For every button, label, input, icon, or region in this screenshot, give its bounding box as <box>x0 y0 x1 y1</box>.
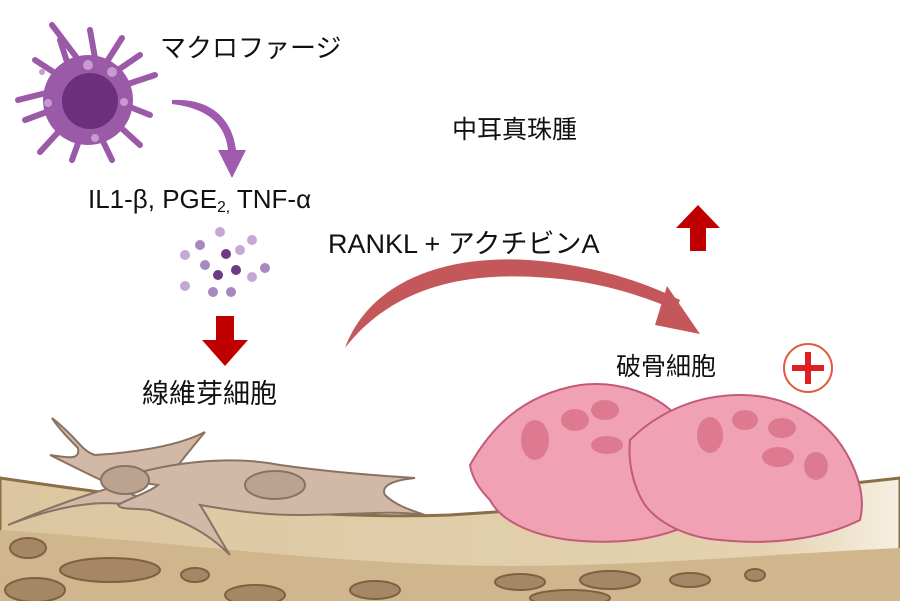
diagram-title: 中耳真珠腫 <box>452 115 578 144</box>
cytokines-text: IL1-β, PGE <box>88 184 218 214</box>
fibroblast-cells <box>7 417 426 556</box>
osteoclast-label: 破骨細胞 <box>616 352 717 381</box>
rankl-up-arrow-icon <box>676 205 720 251</box>
plus-badge-icon <box>783 343 833 393</box>
macrophage-cell <box>15 22 158 163</box>
rankl-flow-arrow <box>345 259 700 348</box>
osteoclast-cells <box>468 383 863 543</box>
fibroblast-label: 線維芽細胞 <box>142 379 277 410</box>
macrophage-label: マクロファージ <box>160 34 342 64</box>
macrophage-flow-arrow <box>172 99 246 178</box>
fibroblast-down-arrow-icon <box>202 316 248 366</box>
cytokines-subscript: 2, <box>217 199 231 216</box>
rankl-activin-label: RANKL + アクチビンA <box>328 229 600 259</box>
cytokines-text-tail: TNF-α <box>230 184 312 214</box>
cytokines-label: IL1-β, PGE2, TNF-α <box>88 184 311 217</box>
cytokine-particles <box>180 227 270 297</box>
